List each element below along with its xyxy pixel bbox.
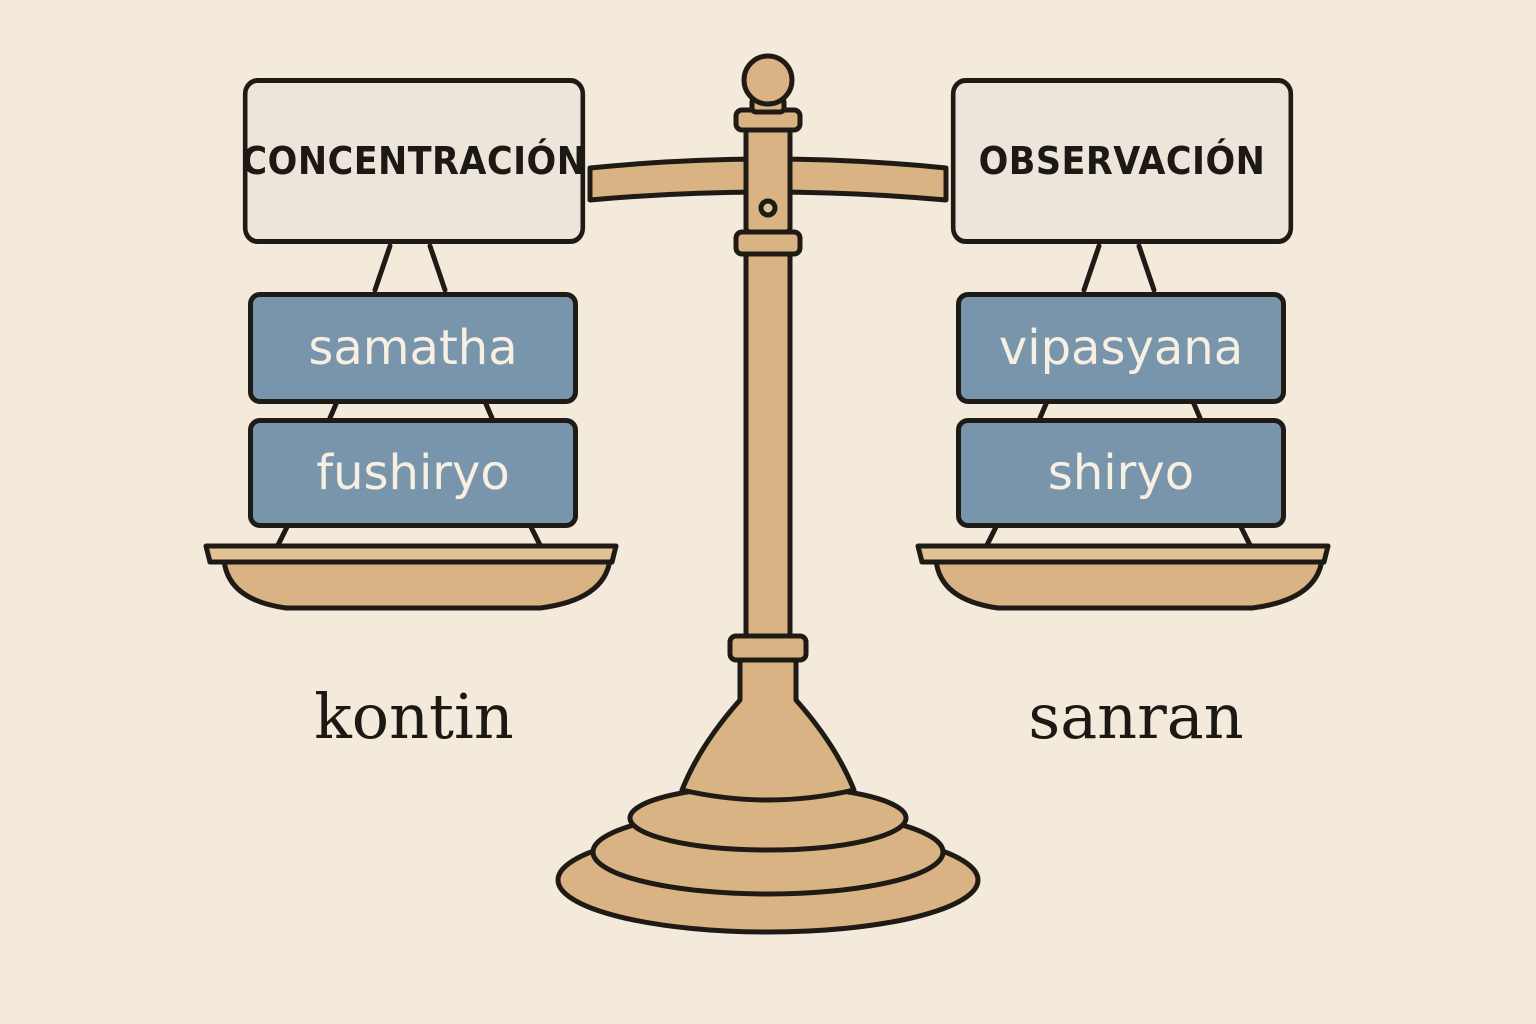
- right-hanger-upper: [1081, 243, 1157, 293]
- right-pan-rim: [915, 543, 1331, 565]
- caption-sanran: sanran: [1028, 680, 1244, 753]
- term-vipasyana: vipasyana: [956, 292, 1286, 404]
- term-fushiryo: fushiryo: [248, 418, 578, 528]
- finial-ball: [741, 53, 795, 107]
- pillar-ring-lower: [727, 633, 809, 663]
- pillar-ring-upper: [733, 229, 803, 257]
- concentration-header: CONCENTRACIÓN: [242, 78, 586, 244]
- observation-header: OBSERVACIÓN: [950, 78, 1294, 244]
- left-hanger-lower: [275, 401, 543, 548]
- left-pan-rim: [203, 543, 619, 565]
- left-hanger-upper: [372, 243, 448, 293]
- base-neck: [679, 657, 857, 803]
- right-hanger-lower: [984, 401, 1253, 548]
- pillar: [743, 247, 793, 653]
- term-shiryo: shiryo: [956, 418, 1286, 528]
- pivot-pin: [758, 198, 778, 218]
- caption-kontin: kontin: [314, 680, 514, 753]
- term-samatha: samatha: [248, 292, 578, 404]
